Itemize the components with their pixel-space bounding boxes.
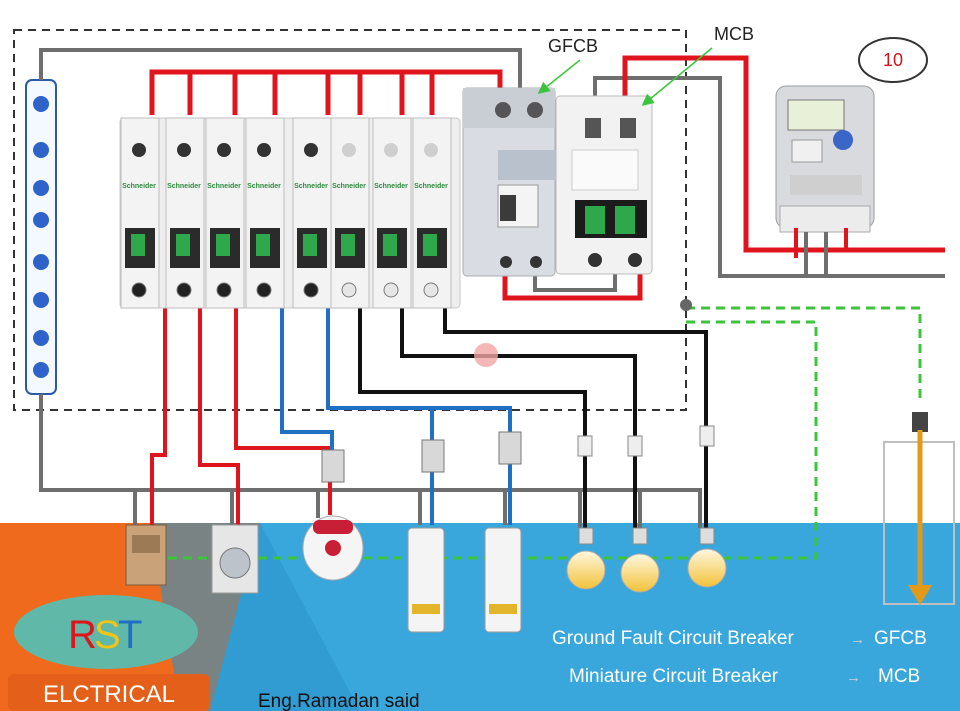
energy-meter: [775, 85, 875, 233]
air-conditioner-icon: [407, 527, 445, 633]
earth-terminal: [680, 299, 692, 311]
logo-s: S: [94, 613, 121, 657]
switch-ac1: [421, 439, 445, 473]
washing-machine-icon: [211, 524, 259, 594]
branch-mcb-8[interactable]: Schneider: [412, 117, 452, 309]
gfcb-device[interactable]: [462, 87, 556, 277]
shadow-band: [150, 523, 360, 711]
svg-text:Schneider: Schneider: [332, 183, 366, 190]
legend-gfcb-abbr: GFCB: [874, 628, 927, 649]
svg-text:Schneider: Schneider: [247, 183, 281, 190]
switch-heater: [321, 449, 345, 483]
gfcb-pointer: [537, 59, 581, 94]
neutral-wires: [39, 48, 945, 528]
page-number-badge: [858, 37, 928, 83]
light-bulb-icon: [687, 527, 727, 588]
light-switches: [321, 425, 715, 483]
lamp-connector-1: [577, 435, 593, 457]
lamp-connector-3: [699, 425, 715, 447]
gfcb-label: GFCB: [548, 36, 598, 56]
branch-mcb-6[interactable]: Schneider: [330, 117, 370, 309]
branch-mcb-4[interactable]: Schneider: [245, 117, 285, 309]
branch-mcb-3[interactable]: Schneider: [205, 117, 245, 309]
company-name: ELCTRICAL: [43, 681, 175, 708]
water-heater-icon: [302, 515, 364, 581]
author-name: Eng.Ramadan said: [258, 691, 420, 711]
legend-mcb-abbr: MCB: [878, 666, 920, 687]
mcb-pointer: [641, 47, 713, 106]
svg-text:Schneider: Schneider: [122, 183, 156, 190]
mcb-label: MCB: [714, 24, 754, 44]
phase-busbar-top: [149, 55, 945, 301]
branch-mcb-2[interactable]: Schneider: [165, 117, 205, 309]
branch-mcb-7[interactable]: Schneider: [372, 117, 412, 309]
svg-text:Schneider: Schneider: [207, 183, 241, 190]
light-bulb-icon: [566, 527, 606, 590]
svg-text:Schneider: Schneider: [294, 183, 328, 190]
switch-ac2: [498, 431, 522, 465]
earth-rod: [883, 412, 955, 605]
meter-wires: [794, 228, 945, 276]
company-banner: [8, 674, 210, 711]
neutral-busbar: [25, 79, 57, 395]
logo-ellipse: [14, 595, 198, 669]
svg-text:Schneider: Schneider: [167, 183, 201, 190]
main-mcb-device[interactable]: [555, 95, 653, 275]
legend-mcb-arrow: →: [846, 669, 861, 686]
page-number: 10: [883, 50, 903, 70]
busbar-terminals: [33, 96, 49, 378]
lamp-connector-2: [627, 435, 643, 457]
phase-wires: [150, 295, 332, 530]
logo-t: T: [118, 613, 142, 657]
svg-text:Schneider: Schneider: [414, 183, 448, 190]
lamp-wires: [358, 295, 708, 528]
branch-mcb-5[interactable]: Schneider: [292, 117, 332, 309]
legend-gfcb-arrow: →: [850, 631, 865, 648]
oven-icon: [125, 524, 167, 586]
svg-text:Schneider: Schneider: [374, 183, 408, 190]
branch-breakers: Schneider Schneider Schneider Schneider Schn…: [120, 117, 452, 309]
pointer-dot: [474, 343, 498, 367]
light-bulb-icon: [620, 527, 660, 593]
legend-mcb-full: Miniature Circuit Breaker: [569, 666, 779, 687]
legend-gfcb-full: Ground Fault Circuit Breaker: [552, 628, 794, 649]
logo-r: R: [68, 613, 97, 657]
branch-mcb-1[interactable]: Schneider: [120, 117, 160, 309]
air-conditioner-icon: [484, 527, 522, 633]
earth-wires: [160, 306, 922, 560]
